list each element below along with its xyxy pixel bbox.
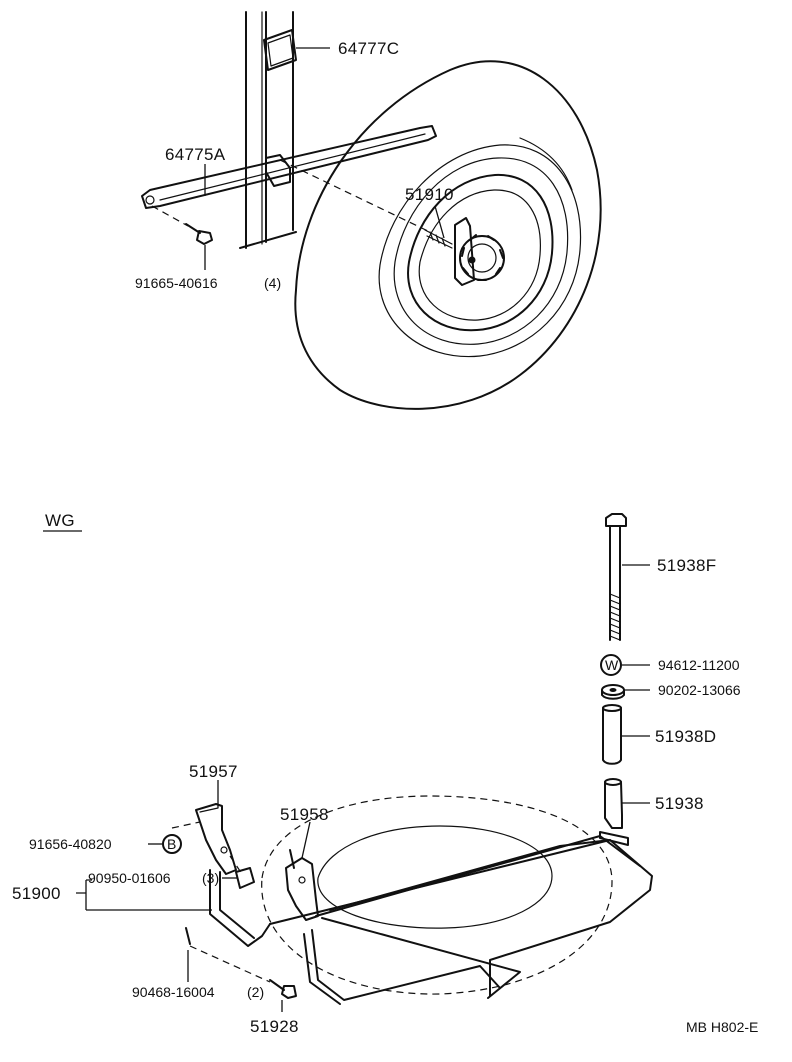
bolt-91665	[185, 223, 213, 245]
section-label-wg: WG	[45, 511, 75, 530]
label-90950-qty: (3)	[202, 870, 219, 886]
leader-51900	[76, 879, 212, 911]
label-91665: 91665-40616	[135, 275, 218, 291]
bolt-symbol-b	[162, 834, 182, 854]
label-90950: 90950-01606	[88, 870, 171, 886]
label-51958: 51958	[280, 805, 329, 824]
tube-51938d	[602, 704, 622, 765]
label-64777c: 64777C	[338, 39, 399, 58]
washer-94612	[600, 654, 622, 676]
leader-51958	[301, 821, 311, 859]
label-51910: 51910	[405, 185, 454, 204]
bracket-51957	[195, 803, 237, 875]
leader-51910	[434, 205, 445, 239]
hook-51938	[599, 778, 629, 846]
label-90202: 90202-13066	[658, 682, 741, 698]
carrier-frame-51900	[209, 835, 653, 1005]
spare-tire-upper	[294, 60, 602, 410]
label-51938: 51938	[655, 794, 704, 813]
alignment-line-bracket	[171, 821, 201, 829]
spare-tire-lower	[261, 795, 613, 995]
alignment-line-pin	[189, 945, 271, 983]
alignment-line-collar	[229, 855, 243, 875]
collar-90950	[235, 867, 255, 889]
diagram-code: MB H802-E	[686, 1019, 758, 1035]
label-94612: 94612-11200	[658, 657, 740, 673]
hub-nut-51910	[424, 217, 505, 286]
label-51900: 51900	[12, 884, 61, 903]
bracket-51958	[285, 849, 319, 921]
washer-symbol-w: W	[605, 657, 619, 673]
label-90468: 90468-16004	[132, 984, 215, 1000]
pin-90468	[185, 927, 191, 945]
long-bolt-51938f	[605, 513, 627, 641]
label-91665-qty: (4)	[264, 275, 281, 291]
label-90468-qty: (2)	[247, 984, 264, 1000]
alignment-line-bolt	[151, 205, 189, 227]
alignment-line-strap-hub	[279, 159, 431, 233]
nut-90202	[601, 684, 625, 700]
bolt-51928	[269, 979, 297, 999]
label-51938f: 51938F	[657, 556, 716, 575]
label-64775a: 64775A	[165, 145, 226, 164]
bolt-symbol-b-text: B	[167, 836, 176, 852]
plate-64777c	[263, 29, 297, 71]
label-51938d: 51938D	[655, 727, 716, 746]
label-51957: 51957	[189, 762, 238, 781]
strap-64775a	[141, 125, 437, 209]
label-91656: 91656-40820	[29, 836, 112, 852]
label-51928: 51928	[250, 1017, 299, 1036]
